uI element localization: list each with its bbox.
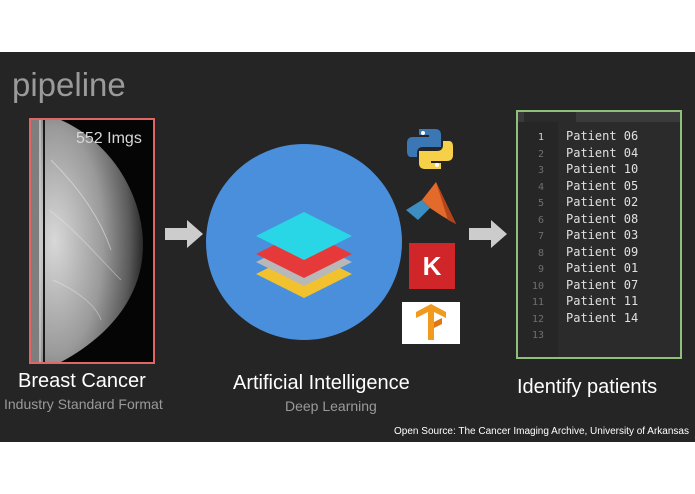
editor-gutter <box>518 122 558 357</box>
patient-line: Patient 06 <box>566 129 639 143</box>
line-number: 1 <box>537 132 544 143</box>
patient-line: Patient 11 <box>566 294 639 308</box>
arrow-right-icon <box>165 220 203 248</box>
keras-icon: K <box>409 243 455 289</box>
mammogram-graphic <box>31 120 153 362</box>
patient-line: Patient 07 <box>566 277 639 292</box>
line-number: 5 <box>537 198 544 209</box>
keras-letter: K <box>422 251 442 281</box>
line-number: 13 <box>531 330 544 341</box>
source-credit: Open Source: The Cancer Imaging Archive,… <box>394 426 689 437</box>
patient-line: Patient 10 <box>566 162 639 176</box>
input-subcaption: Industry Standard Format <box>4 396 163 412</box>
ai-circle <box>206 144 402 340</box>
line-number: 12 <box>531 313 544 325</box>
patient-line: Patient 02 <box>566 195 639 209</box>
line-number: 2 <box>537 148 544 160</box>
patient-line: Patient 04 <box>566 145 639 160</box>
patient-line: Patient 05 <box>566 178 639 193</box>
model-subcaption: Deep Learning <box>285 398 377 414</box>
output-caption: Identify patients <box>517 376 658 398</box>
line-number: 8 <box>537 247 544 259</box>
image-count-label: 552 Imgs <box>76 130 142 147</box>
line-number: 7 <box>537 231 544 242</box>
python-icon <box>407 129 453 169</box>
line-number: 9 <box>537 264 544 275</box>
slide: pipeline 552 Imgs <box>0 52 695 442</box>
input-caption: Breast Cancer <box>18 370 146 392</box>
editor-tab-bar <box>518 112 680 122</box>
editor-tab[interactable] <box>524 112 576 122</box>
matlab-icon <box>406 182 456 224</box>
patient-line: Patient 09 <box>566 244 639 259</box>
arrow-right-icon <box>469 220 507 248</box>
patient-line: Patient 03 <box>566 228 639 242</box>
patient-line: Patient 01 <box>566 261 639 275</box>
patient-line: Patient 08 <box>566 211 639 226</box>
mammogram-image <box>29 118 155 364</box>
line-number: 6 <box>537 214 544 226</box>
tensorflow-icon <box>402 302 460 344</box>
line-number: 3 <box>537 165 544 176</box>
slide-title: pipeline <box>12 66 126 103</box>
line-number: 11 <box>531 297 544 308</box>
line-number: 4 <box>537 181 544 193</box>
patient-line: Patient 14 <box>566 310 639 325</box>
model-caption: Artificial Intelligence <box>233 372 410 394</box>
tensorflow-graphic <box>416 304 446 340</box>
line-number: 10 <box>531 280 544 292</box>
layers-icon <box>256 212 352 298</box>
